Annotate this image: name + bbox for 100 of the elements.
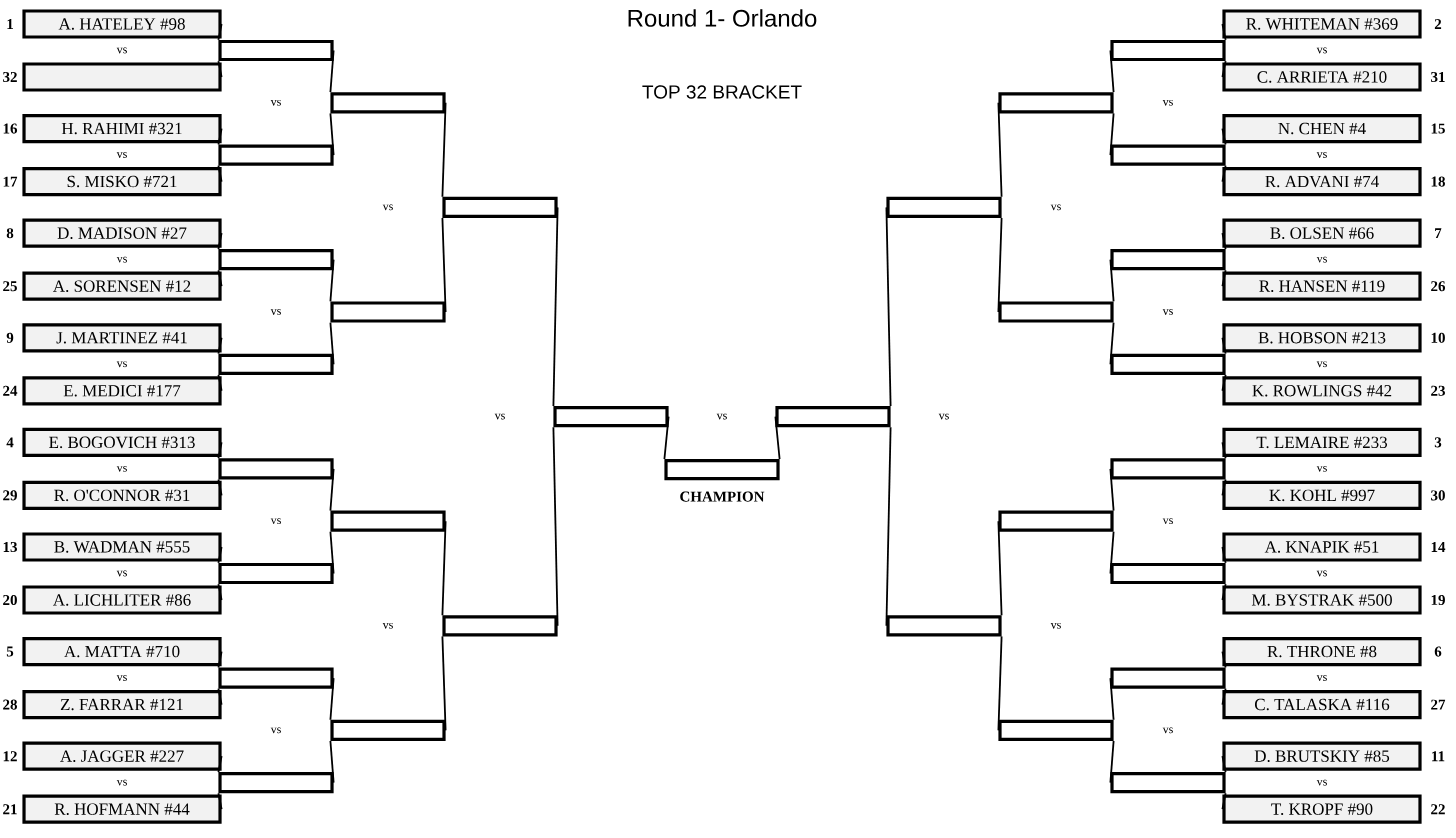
connector-line (441, 101, 447, 198)
driver-box: R. WHITEMAN #369 (1222, 9, 1422, 39)
connector-line (1221, 232, 1227, 250)
driver-box: J. MARTINEZ #41 (22, 323, 222, 353)
bracket-box (775, 405, 891, 428)
connector-line (217, 687, 223, 706)
bracket-box (330, 510, 446, 532)
driver-box: M. BYSTRAK #500 (1222, 585, 1422, 615)
connector-line (441, 520, 447, 617)
connector-line (1109, 740, 1115, 784)
connector-line (997, 101, 1003, 198)
connector-line (1221, 650, 1227, 669)
connector-line (217, 232, 223, 250)
connector-line (1221, 687, 1227, 706)
driver-box: T. LEMAIRE #233 (1222, 427, 1422, 457)
driver-box: D. BRUTSKIY #85 (1222, 741, 1422, 771)
bracket-box (1110, 353, 1226, 375)
connector-line (217, 792, 223, 811)
connector-line (329, 321, 335, 366)
driver-box: B. OLSEN #66 (1222, 218, 1422, 248)
connector-line (217, 650, 223, 669)
connector-line (329, 468, 335, 512)
connector-line (1221, 441, 1227, 460)
bracket-box (218, 144, 334, 166)
connector-line (329, 530, 335, 575)
connector-line (329, 49, 335, 94)
bracket-box (218, 562, 334, 585)
connector-line (1221, 164, 1227, 183)
connector-line (1221, 23, 1227, 41)
connector-line (1221, 127, 1227, 146)
bracket-box (218, 772, 334, 794)
connector-line (1109, 49, 1115, 94)
connector-line (997, 635, 1003, 732)
connector-line (997, 217, 1003, 313)
driver-box: R. O'CONNOR #31 (22, 480, 222, 510)
connector-line (1221, 546, 1227, 564)
connector-line (217, 546, 223, 564)
connector-line (1221, 374, 1227, 392)
bracket-box (998, 92, 1114, 114)
connector-line (441, 635, 447, 732)
driver-box: R. ADVANI #74 (1222, 167, 1422, 197)
driver-box: K. ROWLINGS #42 (1222, 376, 1422, 406)
driver-box: A. HATELEY #98 (22, 9, 222, 39)
connector-line (1221, 792, 1227, 811)
connector-line (1221, 60, 1227, 78)
connector-line (217, 441, 223, 460)
driver-box: R. THRONE #8 (1222, 637, 1422, 667)
connector-line (885, 206, 892, 407)
driver-box: H. RAHIMI #321 (22, 114, 222, 144)
connector-line (997, 520, 1003, 617)
driver-box: B. HOBSON #213 (1222, 323, 1422, 353)
driver-box: A. MATTA #710 (22, 637, 222, 667)
title: Round 1- Orlando (628, 9, 817, 27)
driver-box: K. KOHL #997 (1222, 480, 1422, 510)
connector-line (1109, 321, 1115, 366)
connector-line (217, 164, 223, 183)
driver-box: A. KNAPIK #51 (1222, 532, 1422, 562)
connector-line (329, 112, 335, 156)
connector-line (217, 478, 223, 497)
driver-box: N. CHEN #4 (1222, 114, 1422, 144)
connector-line (1221, 583, 1227, 601)
connector-line (217, 374, 223, 392)
driver-box: T. KROPF #90 (1222, 794, 1422, 824)
connector-line (552, 426, 559, 627)
driver-box: A. JAGGER #227 (22, 741, 222, 771)
bracket-box (1110, 249, 1226, 271)
connector-line (1109, 112, 1115, 156)
connector-line (217, 336, 223, 355)
driver-box: E. BOGOVICH #313 (22, 427, 222, 457)
connector-line (217, 583, 223, 601)
driver-box: S. MISKO #721 (22, 167, 222, 197)
bracket-box (886, 615, 1002, 637)
driver-box: E. MEDICI #177 (22, 376, 222, 406)
bracket-box (998, 510, 1114, 532)
bracket-box (998, 301, 1114, 323)
bracket-box (218, 667, 334, 689)
bracket-box (330, 719, 446, 741)
connector-line (329, 677, 335, 721)
connector-line (552, 206, 559, 407)
driver-box: B. WADMAN #555 (22, 532, 222, 562)
bracket-box (442, 196, 558, 218)
bracket-box (553, 405, 669, 428)
connector-line (1221, 336, 1227, 355)
connector-line (329, 258, 335, 303)
driver-box: D. MADISON #27 (22, 218, 222, 248)
connector-line (1221, 478, 1227, 497)
driver-box (22, 62, 222, 92)
bracket-box (330, 92, 446, 114)
driver-box: C. TALASKA #116 (1222, 690, 1422, 720)
bracket-box (1110, 458, 1226, 480)
connector-line (663, 415, 670, 460)
subtitle: TOP 32 BRACKET (642, 85, 802, 99)
driver-box: A. SORENSEN #12 (22, 271, 222, 301)
connector-line (774, 415, 781, 460)
connector-line (1109, 530, 1115, 575)
driver-box: A. LICHLITER #86 (22, 585, 222, 615)
bracket-box (886, 196, 1002, 218)
connector-line (1109, 468, 1115, 512)
connector-line (329, 740, 335, 784)
driver-box: C. ARRIETA #210 (1222, 62, 1422, 92)
